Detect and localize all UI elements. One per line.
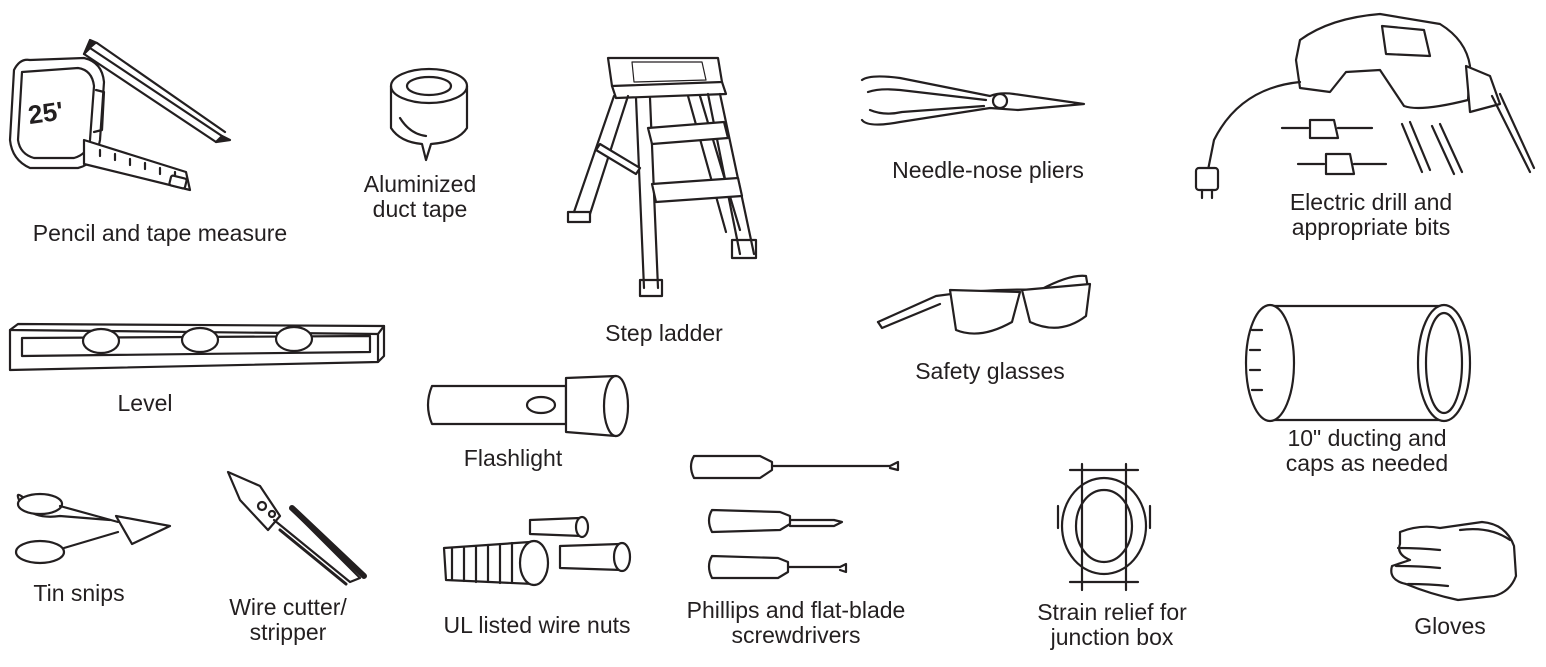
gloves-label: Gloves xyxy=(1414,614,1486,639)
needle-nose-pliers-label: Needle-nose pliers xyxy=(892,158,1084,183)
level-icon xyxy=(10,324,384,370)
duct-tape-label: Aluminized duct tape xyxy=(364,172,477,222)
tin-snips-icon xyxy=(16,494,170,563)
wire-cutter-stripper-label: Wire cutter/ stripper xyxy=(229,595,347,645)
strain-relief-icon xyxy=(1058,464,1150,590)
step-ladder-label: Step ladder xyxy=(605,321,723,346)
duct-tape-icon xyxy=(391,69,467,160)
wire-cutter-text-line1: Wire cutter/ xyxy=(229,594,347,620)
duct-tape-text-line1: Aluminized xyxy=(363,171,477,197)
wire-cutter-stripper-icon xyxy=(228,472,364,584)
pencil-tape-measure-label: Pencil and tape measure xyxy=(33,221,287,246)
level-label: Level xyxy=(118,391,173,416)
ducting-text-line1: 10" ducting and xyxy=(1287,425,1447,451)
safety-glasses-icon xyxy=(878,276,1090,334)
screwdrivers-icon xyxy=(691,456,898,578)
wire-nuts-icon xyxy=(444,517,630,585)
strain-relief-label: Strain relief for junction box xyxy=(1037,600,1187,650)
needle-nose-pliers-icon xyxy=(862,76,1084,124)
step-ladder-icon xyxy=(568,58,756,296)
tin-snips-text: Tin snips xyxy=(33,580,125,606)
flashlight-text: Flashlight xyxy=(463,445,563,471)
electric-drill-text-line1: Electric drill and xyxy=(1289,189,1453,215)
tin-snips-label: Tin snips xyxy=(33,581,124,606)
tape-marking: 25' xyxy=(26,95,65,130)
electric-drill-icon xyxy=(1196,14,1534,198)
safety-glasses-text: Safety glasses xyxy=(915,358,1065,384)
strain-relief-text-line1: Strain relief for xyxy=(1037,599,1187,625)
flashlight-icon xyxy=(428,376,628,436)
wire-nuts-text: UL listed wire nuts xyxy=(443,612,631,638)
ducting-text-line2: caps as needed xyxy=(1285,450,1449,476)
strain-relief-text-line2: junction box xyxy=(1050,624,1174,650)
ducting-label: 10" ducting and caps as needed xyxy=(1286,426,1448,476)
screwdrivers-text-line2: screwdrivers xyxy=(731,622,861,648)
screwdrivers-label: Phillips and flat-blade screwdrivers xyxy=(687,598,906,648)
pencil-tape-measure-icon: 25' xyxy=(10,40,230,190)
level-text: Level xyxy=(117,390,173,416)
gloves-icon xyxy=(1391,522,1516,600)
needle-nose-pliers-text: Needle-nose pliers xyxy=(892,157,1084,183)
pencil-tape-measure-text: Pencil and tape measure xyxy=(32,220,288,246)
step-ladder-text: Step ladder xyxy=(605,320,723,346)
wire-cutter-text-line2: stripper xyxy=(249,619,327,645)
electric-drill-label: Electric drill and appropriate bits xyxy=(1290,190,1452,240)
ducting-icon xyxy=(1246,305,1470,421)
screwdrivers-text-line1: Phillips and flat-blade xyxy=(686,597,906,623)
safety-glasses-label: Safety glasses xyxy=(915,359,1065,384)
electric-drill-text-line2: appropriate bits xyxy=(1291,214,1451,240)
gloves-text: Gloves xyxy=(1414,613,1486,639)
flashlight-label: Flashlight xyxy=(464,446,562,471)
duct-tape-text-line2: duct tape xyxy=(372,196,468,222)
wire-nuts-label: UL listed wire nuts xyxy=(443,613,630,638)
